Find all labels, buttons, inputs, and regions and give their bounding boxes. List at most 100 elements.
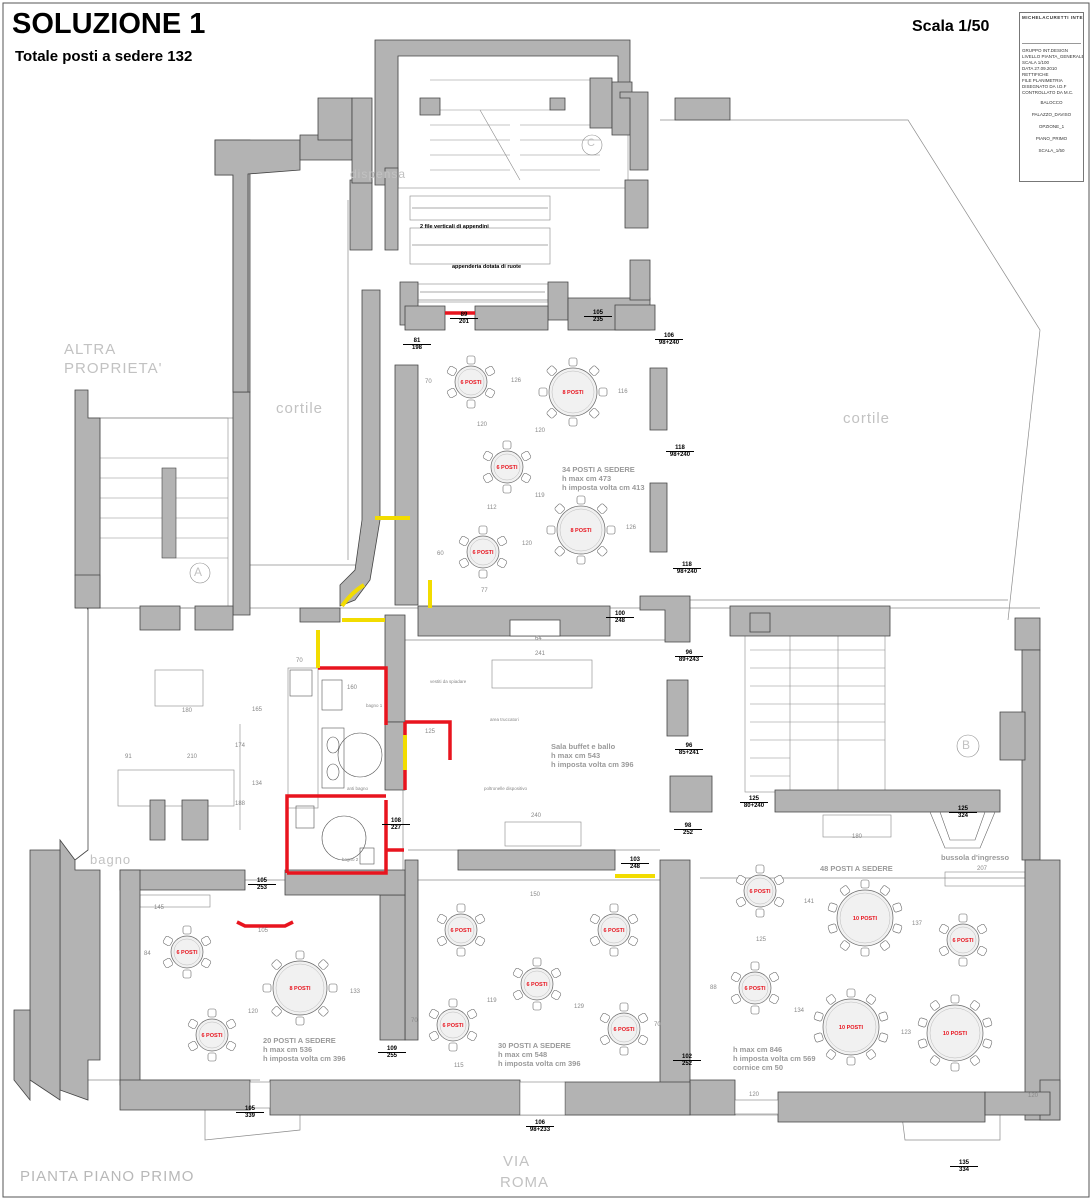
measure-label: 70	[654, 1022, 661, 1028]
chair	[589, 935, 600, 947]
room-line: Sala buffet e ballo	[551, 742, 616, 751]
table-inner-ring	[949, 926, 977, 954]
tb-row: SCALA 1/100	[1022, 60, 1050, 65]
chair	[730, 993, 741, 1005]
measure-label: 241	[535, 651, 546, 657]
room-line: h max cm 543	[551, 751, 601, 760]
room-buffet-info: Sala buffet e ballo h max cm 543 h impos…	[551, 742, 634, 769]
tb-row: DATA 27.09.2010	[1022, 66, 1057, 71]
chair	[502, 440, 512, 450]
chair	[958, 913, 968, 923]
table-top	[444, 913, 478, 947]
tb-row: DISEGNATO DA I.D.F	[1022, 84, 1067, 89]
cortile-left-label: cortile	[276, 400, 324, 417]
chair	[865, 994, 877, 1005]
room-east-heights: h max cm 846 h imposta volta cm 569 corn…	[733, 1045, 816, 1072]
chair	[938, 945, 949, 957]
round-table: 10 POSTI	[813, 988, 889, 1066]
measure-label: 137	[912, 921, 923, 927]
tb-row: CONTROLLATO DA M.C.	[1022, 90, 1074, 95]
yellow-openings	[316, 516, 655, 878]
round-table: 6 POSTI	[730, 961, 780, 1015]
room-line: h max cm 846	[733, 1045, 783, 1054]
chair	[589, 913, 600, 925]
dimension-bottom: 198	[403, 344, 431, 351]
chair	[917, 1038, 928, 1049]
table-inner-ring	[551, 370, 595, 414]
table-top	[607, 1012, 641, 1046]
table-top	[520, 967, 554, 1001]
chair	[827, 902, 838, 913]
chair	[892, 923, 903, 934]
measure-label: 120	[535, 428, 546, 434]
table-top	[926, 1004, 984, 1062]
chair	[576, 495, 586, 505]
scale-label: Scala 1/50	[912, 18, 990, 35]
dimension-top: 102	[681, 1054, 692, 1060]
note-poltrone: poltronelle dispositivo	[484, 786, 528, 791]
dimension-bottom: 248	[621, 863, 649, 870]
measure-label: 134	[252, 781, 263, 787]
page-subtitle: Totale posti a sedere 132	[15, 48, 193, 65]
room-east-info: 48 POSTI A SEDERE	[820, 864, 893, 873]
chair	[328, 983, 338, 993]
measure-label: 134	[794, 1008, 805, 1014]
measure-label: 126	[626, 525, 637, 531]
chair	[262, 983, 272, 993]
restroom-fixtures	[289, 669, 383, 865]
chair	[609, 903, 619, 913]
chair	[478, 525, 488, 535]
dimension-top: 125	[957, 806, 968, 812]
measure-label: 126	[511, 378, 522, 384]
chair	[750, 1005, 760, 1015]
chair	[201, 935, 212, 947]
chair	[226, 1018, 237, 1030]
measure-label: 91	[125, 754, 132, 760]
dimension-bottom: 235	[584, 316, 612, 323]
chair	[977, 945, 988, 957]
chair	[318, 1006, 329, 1017]
table-top	[436, 1008, 470, 1042]
round-table: 8 POSTI	[538, 357, 608, 427]
table-label: 10 POSTI	[943, 1031, 968, 1037]
chair	[589, 408, 600, 419]
note-appendini: 2 file verticali di appendini	[420, 224, 489, 230]
chair	[839, 885, 851, 896]
chair	[551, 967, 562, 979]
tb-row: RETTIFICHE	[1022, 72, 1049, 77]
title-block-firm: MICHELACURETTI INTERIORDESIGN	[1022, 15, 1083, 20]
chair	[865, 1049, 877, 1060]
chair	[599, 1034, 610, 1046]
chair	[201, 957, 212, 969]
round-table: 6 POSTI	[589, 903, 639, 957]
chair	[456, 947, 466, 957]
round-table: 8 POSTI	[546, 495, 616, 565]
chair	[950, 994, 960, 1004]
tb-row: OPZIONE_1	[1038, 124, 1065, 129]
tb-row: BALOCCO	[1040, 100, 1063, 105]
stair-a-letter: A	[194, 565, 204, 579]
dimension-top: 125	[748, 796, 759, 802]
round-table: 6 POSTI	[938, 913, 988, 967]
measure-label: 112	[487, 505, 497, 511]
chair	[839, 940, 851, 951]
dimension-top: 96	[685, 743, 693, 749]
dimension-bottom: 334	[950, 1166, 978, 1173]
round-table: 6 POSTI	[512, 957, 562, 1011]
chair	[502, 484, 512, 494]
chair	[938, 923, 949, 935]
chair	[446, 387, 457, 399]
dimension-top: 118	[675, 445, 685, 451]
room-line: cornice cm 50	[733, 1063, 784, 1072]
chair	[755, 908, 765, 918]
furniture-outlines	[117, 195, 1026, 1116]
round-table: 6 POSTI	[482, 440, 532, 494]
chair	[982, 1038, 993, 1049]
chair	[497, 557, 508, 569]
measure-label: 116	[618, 389, 628, 395]
